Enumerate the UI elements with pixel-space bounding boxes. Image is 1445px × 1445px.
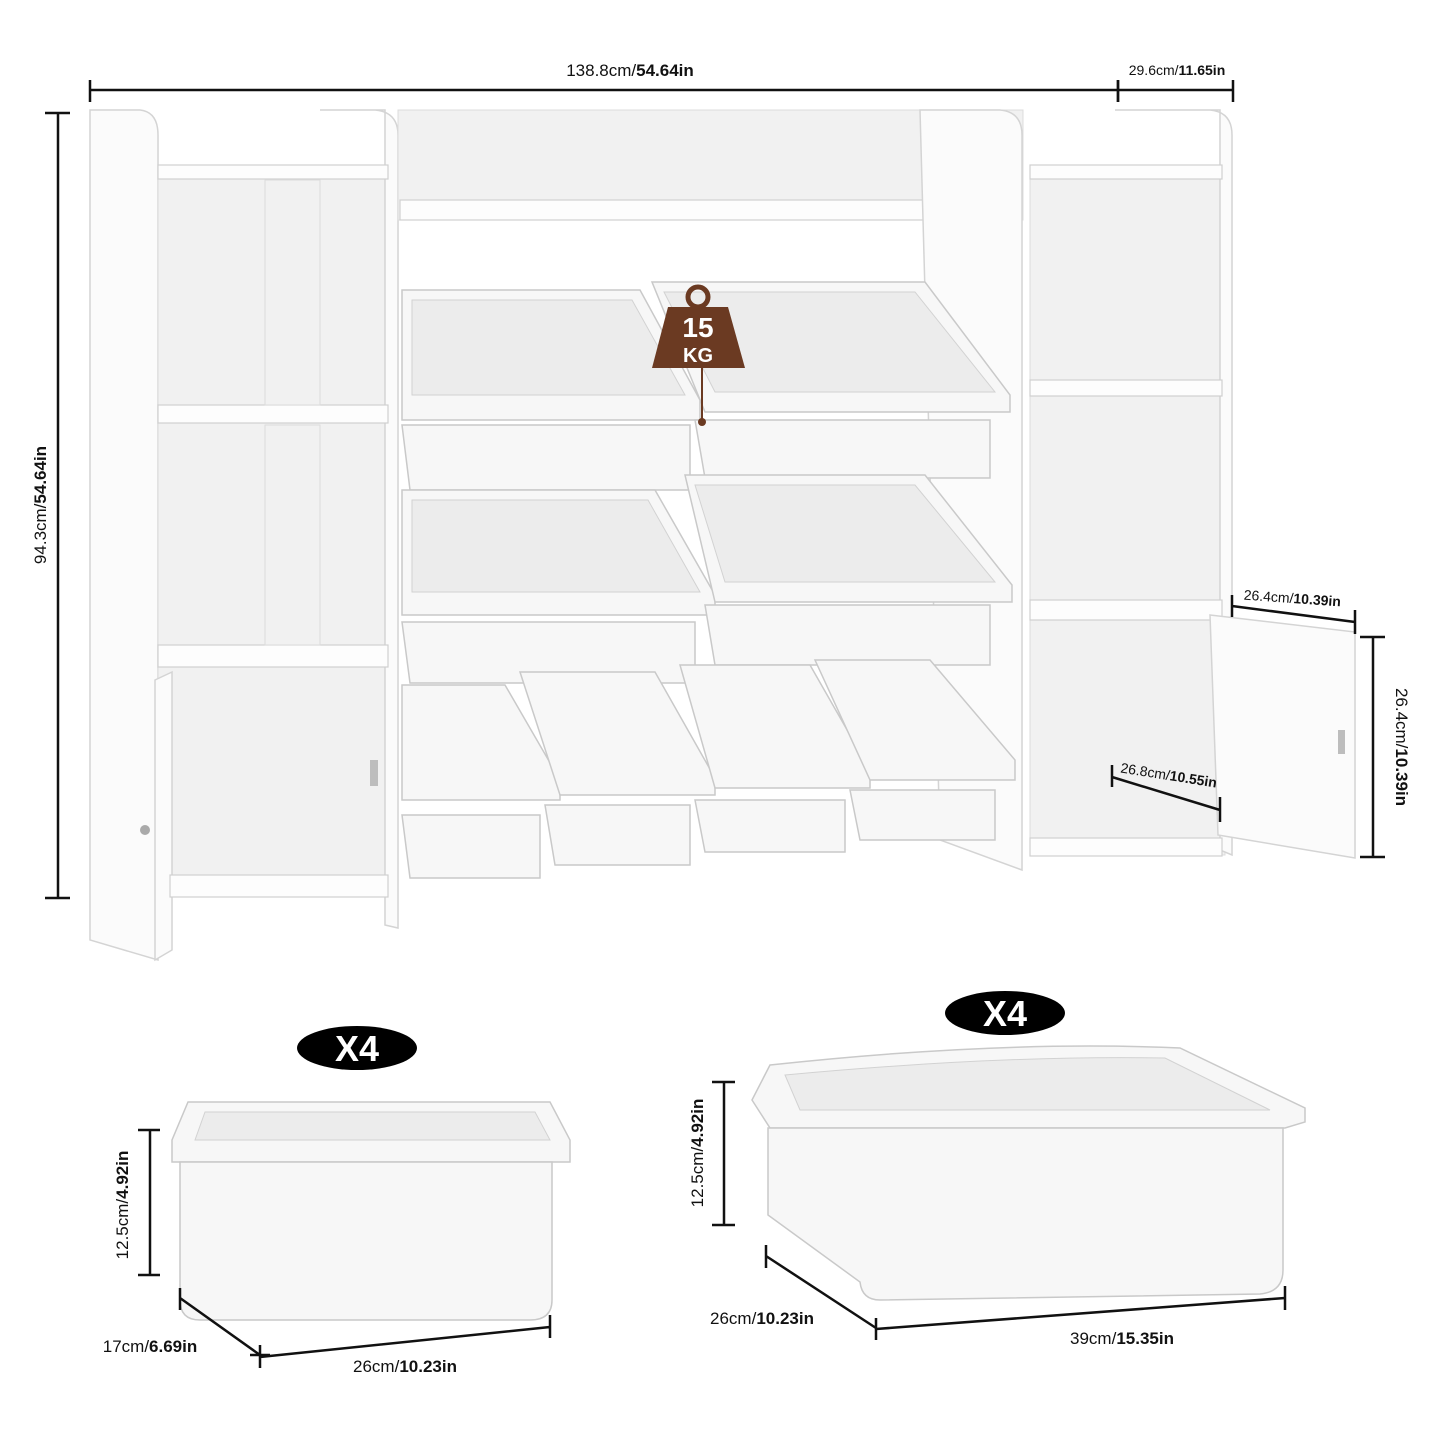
small-bin-illustration: X4 12.5cm/4.92in 17cm/6.69in 26cm/10.23i… — [103, 1026, 571, 1376]
svg-text:12.5cm/4.92in: 12.5cm/4.92in — [688, 1099, 707, 1208]
large-bin-quantity: X4 — [983, 993, 1027, 1034]
dimension-door-width: 26.4cm/10.39in — [1230, 587, 1357, 634]
dimension-cabinet-depth: 26.8cm/10.55in — [1110, 760, 1222, 822]
small-bin-quantity: X4 — [335, 1028, 379, 1069]
large-bin-illustration: X4 12.5cm/4.92in 26cm/10.23in 39cm/15.35… — [688, 991, 1306, 1348]
toy-storage-shelf — [89, 109, 1356, 962]
storage-bins — [401, 281, 1016, 879]
dimension-height: 94.3cm/54.64in — [31, 111, 70, 900]
small-bin-width-dimension: 26cm/10.23in — [258, 1315, 552, 1376]
svg-text:12.5cm/4.92in: 12.5cm/4.92in — [113, 1151, 132, 1260]
dimension-total-width: 138.8cm/54.64in — [88, 61, 1120, 102]
svg-text:26.4cm/10.39in: 26.4cm/10.39in — [1392, 688, 1411, 806]
weight-value: 15 — [682, 312, 713, 343]
weight-capacity-badge: 15 KG — [652, 284, 745, 426]
dimension-door-height: 26.4cm/10.39in — [1360, 635, 1411, 859]
svg-text:26.4cm/10.39in: 26.4cm/10.39in — [1243, 587, 1341, 610]
svg-text:26.8cm/10.55in: 26.8cm/10.55in — [1119, 760, 1218, 791]
small-bin-height-dimension: 12.5cm/4.92in — [113, 1128, 160, 1277]
bin-row-3 — [401, 659, 1016, 879]
svg-text:138.8cm/54.64in: 138.8cm/54.64in — [566, 61, 694, 80]
svg-text:26cm/10.23in: 26cm/10.23in — [710, 1309, 814, 1328]
svg-text:39cm/15.35in: 39cm/15.35in — [1070, 1329, 1174, 1348]
bin-row-1 — [401, 281, 1011, 491]
svg-text:26cm/10.23in: 26cm/10.23in — [353, 1357, 457, 1376]
large-bin-width-dimension: 39cm/15.35in — [875, 1286, 1287, 1348]
svg-text:17cm/6.69in: 17cm/6.69in — [103, 1337, 198, 1356]
svg-text:94.3cm/54.64in: 94.3cm/54.64in — [31, 446, 50, 564]
large-bin-depth-dimension: 26cm/10.23in — [710, 1245, 878, 1340]
large-bin-height-dimension: 12.5cm/4.92in — [688, 1080, 735, 1227]
weight-unit: KG — [683, 345, 713, 367]
dimension-depth: 29.6cm/11.65in — [1116, 62, 1235, 102]
bin-row-2 — [401, 474, 1013, 684]
svg-text:29.6cm/11.65in: 29.6cm/11.65in — [1129, 62, 1226, 78]
